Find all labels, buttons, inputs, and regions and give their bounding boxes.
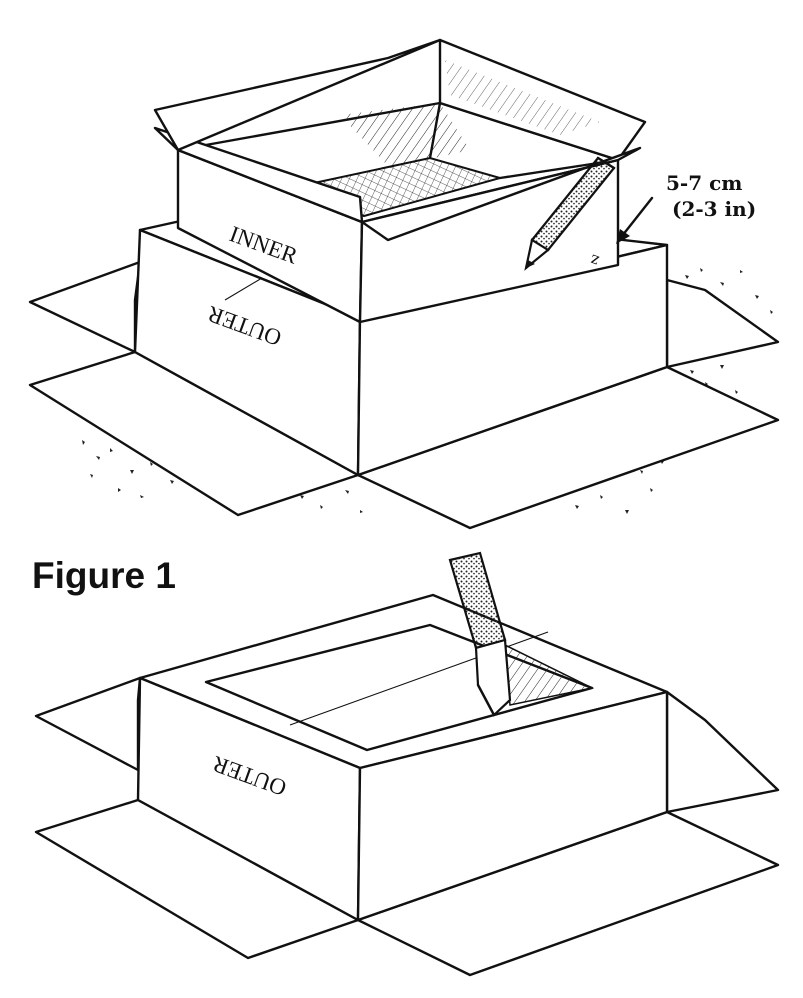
outer-fold-line — [224, 277, 263, 301]
outer-flap-back-right — [665, 278, 780, 369]
outer-flap-back-left — [28, 260, 142, 354]
figure-caption: Figure 1 — [32, 555, 176, 596]
bottom-flap-back-right — [665, 690, 780, 814]
inner-flap-right — [360, 146, 642, 242]
measurement-arrow — [620, 196, 654, 238]
bottom-drawing: OUTER — [34, 551, 780, 977]
top-drawing: INNER OUTER z 5-7 cm (2-3 in) — [28, 38, 780, 530]
flap-shade — [445, 60, 600, 135]
measurement-arrowhead — [616, 229, 630, 244]
measurement-label: 5-7 cm — [666, 171, 742, 195]
pencil-icon — [524, 156, 616, 271]
craft-knife-icon — [448, 551, 512, 717]
bottom-box-right-face — [356, 690, 669, 922]
measurement-label-imperial: (2-3 in) — [672, 197, 756, 221]
inner-flap-left — [153, 126, 364, 224]
bottom-flap-back-left — [34, 676, 142, 772]
